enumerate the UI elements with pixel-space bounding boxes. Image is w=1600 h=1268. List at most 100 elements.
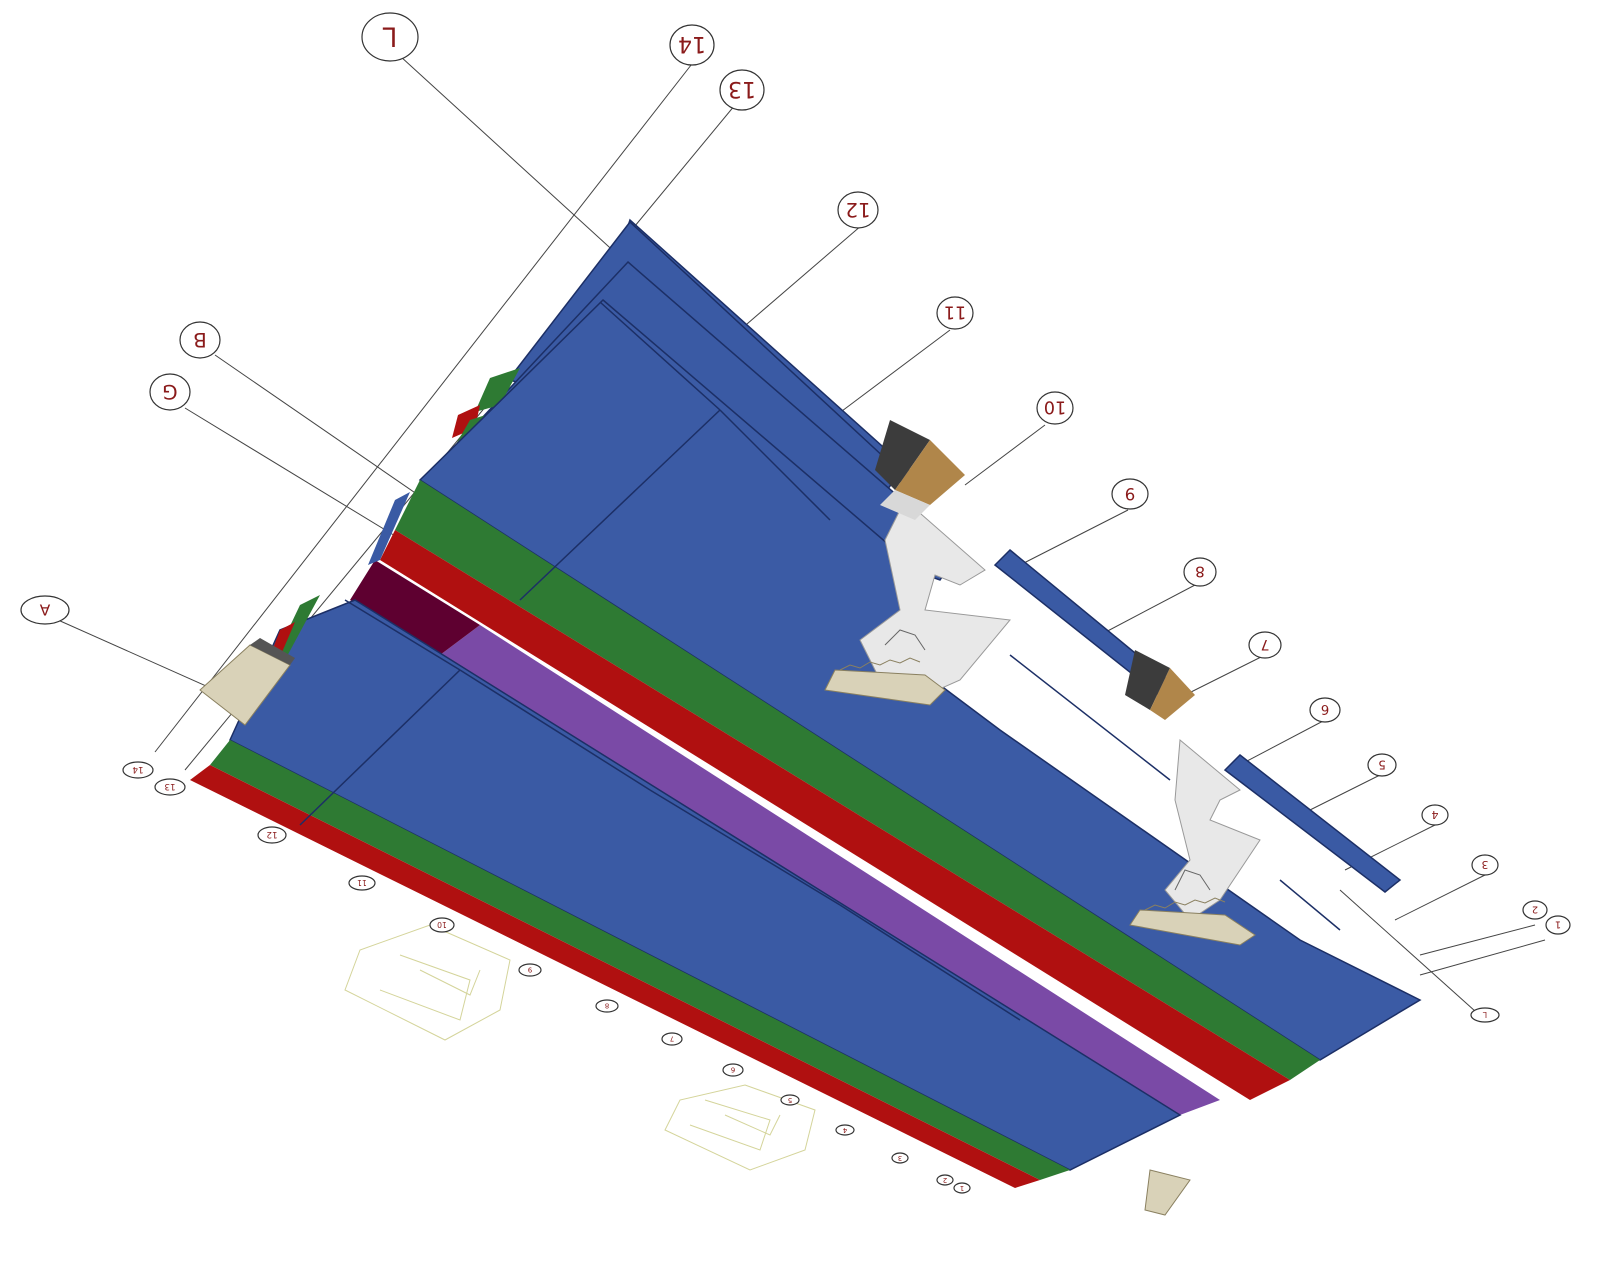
grid-bubble-9[interactable]: 9 [1111,478,1149,510]
stair-flight-upper[interactable] [824,629,946,706]
grid-bubble-label: 12 [266,829,277,839]
grid-bubble-2[interactable]: 2 [936,1174,954,1186]
grid-bubble-label: 5 [788,1096,792,1104]
grid-bubble-circle [1248,631,1282,659]
grid-bubble-3[interactable]: 3 [1471,854,1499,876]
grid-bubble-10[interactable]: 10 [1036,391,1074,425]
grid-bubble-l[interactable]: L [361,12,419,62]
grid-bubble-circle [20,595,70,625]
grid-bubble-label: L [1482,1010,1487,1019]
grid-bubble-circle [1522,900,1548,920]
core-wood-face-lower [1150,668,1195,720]
stair-flight-detached[interactable] [1144,1169,1191,1216]
grid-bubble-circle [1036,391,1074,425]
seam-2 [719,409,831,521]
leader-G [184,407,411,546]
grid-bubble-4[interactable]: 4 [835,1124,855,1136]
red-band-lower [190,765,1040,1188]
wire-1-inner-a [379,954,471,1021]
concrete-block-A[interactable] [199,638,295,726]
grid-bubble-14[interactable]: 14 [669,24,715,66]
grid-bubble-14[interactable]: 14 [122,761,154,779]
wire-1-outline [344,924,511,1041]
elevator-core-upper[interactable] [875,420,965,520]
leader-14 [154,59,696,753]
grid-bubble-5[interactable]: 5 [1367,753,1397,777]
grid-bubble-circle [661,1032,683,1046]
upper-green-edge-1 [475,368,520,412]
core-dark-face-lower [1125,650,1170,710]
grid-bubble-11[interactable]: 11 [348,875,376,891]
leader-2 [1419,924,1536,956]
grid-bubble-label: 13 [728,76,756,101]
elevator-core-lower[interactable] [1125,650,1195,720]
grid-bubble-1[interactable]: 1 [953,1182,971,1194]
purple-band [440,625,1220,1115]
leader-12 [739,224,863,331]
grid-bubble-13[interactable]: 13 [154,778,186,796]
block-A-top [250,638,295,665]
stair-flight-lower[interactable] [1129,869,1256,946]
grid-bubble-circle [891,1152,909,1164]
maroon-block [350,560,480,655]
grid-bubble-3[interactable]: 3 [891,1152,909,1164]
grid-bubble-13[interactable]: 13 [719,69,765,111]
stair-detached-body [1144,1169,1191,1216]
grid-bubble-circle [1421,804,1449,826]
grid-bubble-label: 3 [898,1154,902,1162]
grid-bubble-label: 3 [1482,858,1489,871]
grid-bubble-label: 5 [1378,758,1386,772]
grid-bubble-circle [953,1182,971,1194]
red-band-upper [380,530,1290,1100]
wireframe-stair-2 [664,1084,816,1171]
grid-bubble-label: 9 [528,966,532,974]
grid-bubble-12[interactable]: 12 [257,826,287,844]
upper-red-edge-1 [452,405,480,438]
grid-bubble-10[interactable]: 10 [429,917,455,933]
grid-bubble-6[interactable]: 6 [722,1063,744,1077]
grid-bubble-label: 14 [678,31,706,56]
wire-1-inner-b [419,969,481,996]
grid-bubble-circle [722,1063,744,1077]
green-band-upper [395,480,1320,1080]
panel-seams [299,301,1341,1021]
grid-bubble-circle [429,917,455,933]
grid-bubble-8[interactable]: 8 [595,999,619,1013]
grid-bubble-circle [719,69,765,111]
grid-bubble-7[interactable]: 7 [661,1032,683,1046]
grid-bubble-1[interactable]: 1 [1545,915,1571,935]
grid-bubble-11[interactable]: 11 [936,296,974,330]
grid-bubble-5[interactable]: 5 [780,1094,800,1106]
grid-bubble-b[interactable]: B [179,321,221,359]
grid-bubble-2[interactable]: 2 [1522,900,1548,920]
grid-bubble-label: 8 [1195,562,1205,580]
grid-bubble-l[interactable]: L [1470,1007,1500,1023]
core-wood-face-upper [895,440,965,505]
left-blue-edge [368,492,410,565]
grid-bubble-circle [595,999,619,1013]
grid-bubble-7[interactable]: 7 [1248,631,1282,659]
grid-bubble-label: 9 [1125,484,1136,503]
grid-bubble-4[interactable]: 4 [1421,804,1449,826]
grid-bubble-circle [669,24,715,66]
leader-9 [1019,509,1129,566]
green-band-lower [210,740,1070,1180]
grid-bubble-label: A [39,600,50,618]
core-white-upper-1 [859,499,1011,701]
grid-bubble-12[interactable]: 12 [837,191,879,229]
grid-bubble-9[interactable]: 9 [518,963,542,977]
grid-bubble-a[interactable]: A [20,595,70,625]
stair-rail-upper [884,629,926,651]
grid-bubble-6[interactable]: 6 [1309,697,1341,723]
grid-bubble-circle [1183,557,1217,587]
wire-2-inner-a [689,1099,771,1151]
grid-bubble-g[interactable]: G [149,373,191,411]
core-dark-face-upper [875,420,930,490]
leader-1 [1419,939,1546,976]
grid-bubble-circle [149,373,191,411]
grid-bubble-8[interactable]: 8 [1183,557,1217,587]
grid-bubble-circle [837,191,879,229]
